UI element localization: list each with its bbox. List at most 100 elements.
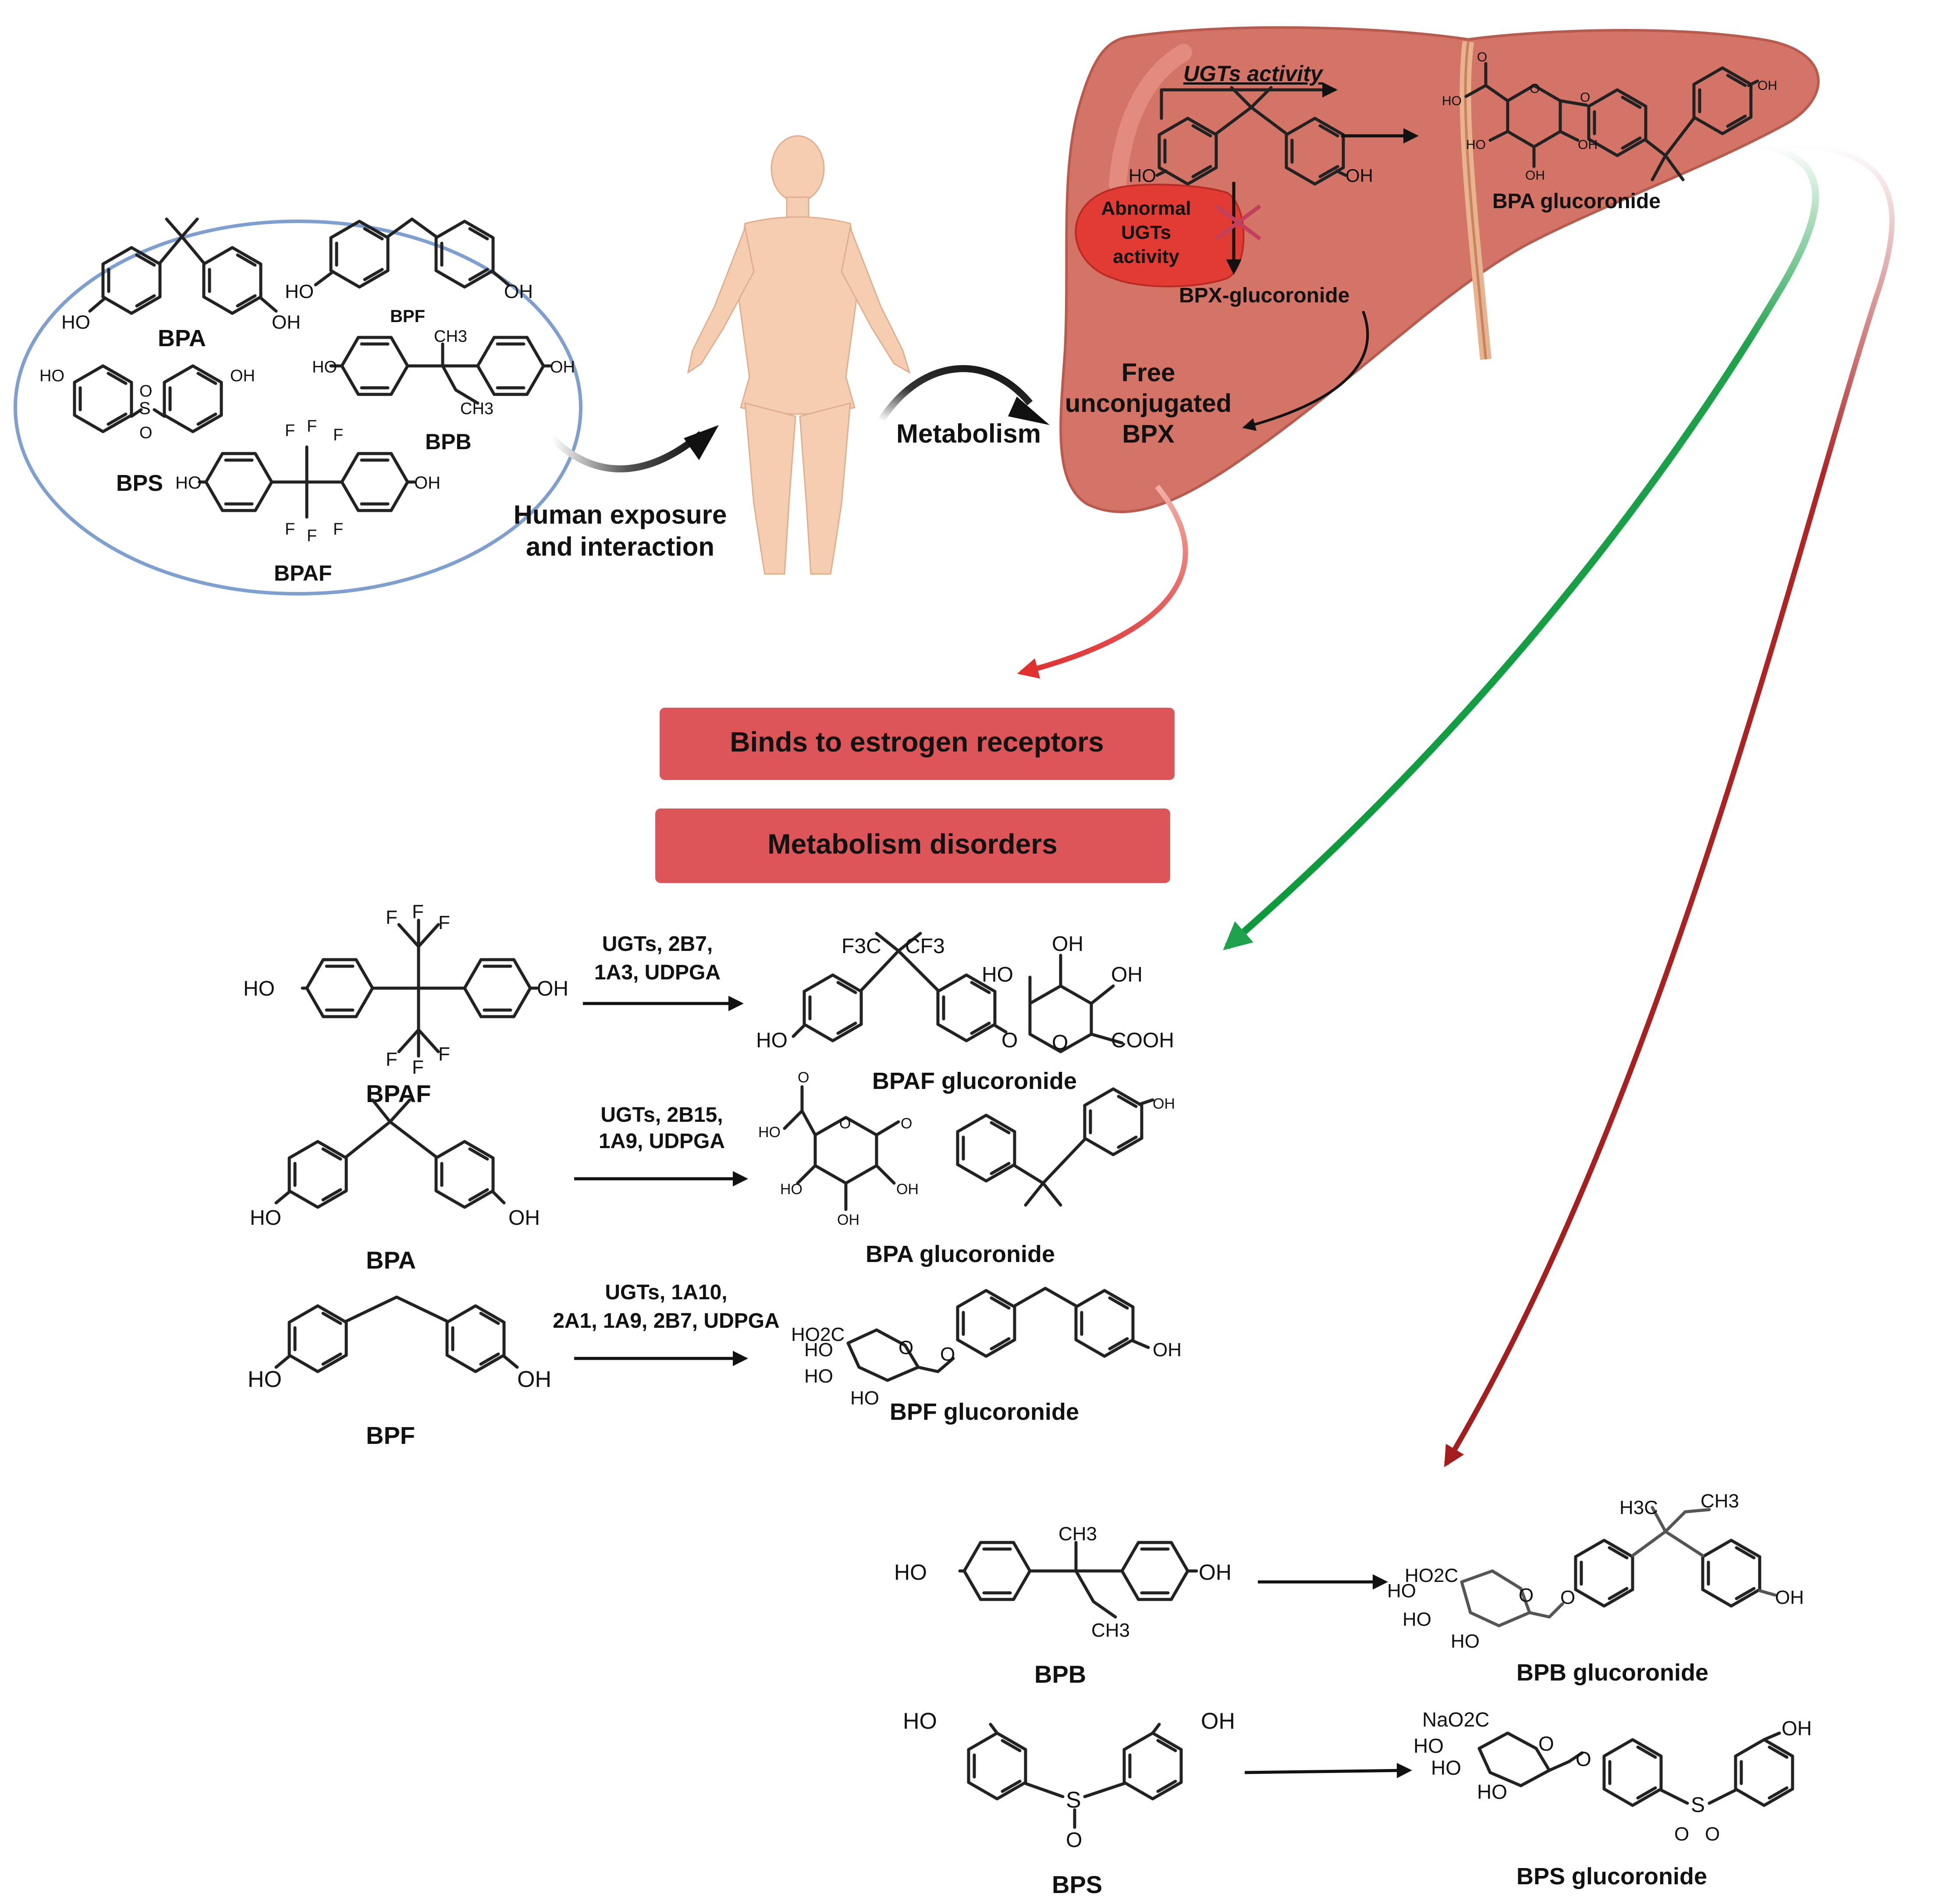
oh-label: OH bbox=[230, 367, 255, 385]
blocked-cross-icon bbox=[1215, 204, 1261, 241]
bpa-product-label: BPA glucoronide bbox=[866, 1241, 1055, 1267]
liver-bpa-glucoronide-label: BPA glucoronide bbox=[1492, 190, 1661, 213]
exposure-arrow bbox=[550, 425, 719, 472]
ho-label: HO bbox=[39, 367, 64, 385]
ho-label: HO bbox=[1442, 94, 1462, 108]
o-label: O bbox=[839, 1115, 851, 1132]
f-label: F bbox=[438, 912, 450, 933]
ho-label: HO bbox=[1413, 1734, 1444, 1757]
f-label: F bbox=[307, 527, 317, 545]
bps-product-label: BPS glucoronide bbox=[1516, 1863, 1707, 1890]
ho-label: HO bbox=[758, 1124, 781, 1141]
ch3-label: CH3 bbox=[1091, 1620, 1130, 1641]
f3c-label: F3C bbox=[841, 935, 881, 958]
oh-label: OH bbox=[1525, 168, 1545, 183]
o-label: O bbox=[1538, 1732, 1554, 1755]
f-label: F bbox=[285, 422, 295, 440]
reaction-bpb: HO OH CH3 CH3 BPB HO2C HO HO HO O O H3C … bbox=[894, 1490, 1804, 1688]
s-label: S bbox=[139, 399, 151, 418]
o-label: O bbox=[1052, 1031, 1068, 1054]
nao2c-label: NaO2C bbox=[1422, 1708, 1489, 1731]
o-label: O bbox=[139, 382, 153, 401]
oh-label: OH bbox=[837, 1212, 859, 1228]
ho-label: HO bbox=[175, 473, 202, 493]
bpb-label: BPB bbox=[425, 429, 472, 454]
oh-label: OH bbox=[1346, 165, 1373, 186]
o-label: O bbox=[1705, 1823, 1720, 1845]
ch3-label: CH3 bbox=[1058, 1523, 1097, 1545]
ho-label: HO bbox=[903, 1709, 937, 1734]
ho-label: HO bbox=[1431, 1756, 1461, 1779]
ho-label: HO bbox=[312, 358, 337, 376]
o-label: O bbox=[898, 1337, 913, 1358]
bps-reaction-arrow bbox=[1244, 1762, 1412, 1778]
exposure-label-line2: and interaction bbox=[526, 532, 714, 561]
ho-label: HO bbox=[1451, 1631, 1480, 1652]
o-label: O bbox=[1530, 82, 1540, 96]
cooh-label: COOH bbox=[1111, 1029, 1174, 1052]
ho-label: HO bbox=[285, 281, 314, 302]
bps-label: BPS bbox=[116, 471, 163, 496]
oh-label: OH bbox=[1199, 1560, 1232, 1585]
o-label: O bbox=[1560, 1587, 1575, 1608]
oh-label: OH bbox=[1111, 963, 1143, 986]
ho-label: HO bbox=[1387, 1580, 1416, 1602]
conjugation-green-arrow bbox=[1223, 141, 1819, 950]
metabolism-arrow bbox=[878, 365, 1050, 425]
bpf-label: BPF bbox=[390, 307, 425, 326]
bpa-enzymes-line2: 1A9, UDPGA bbox=[599, 1130, 725, 1153]
oh-label: OH bbox=[272, 312, 301, 333]
oh-label: OH bbox=[508, 1206, 540, 1230]
oh-label: OH bbox=[1775, 1587, 1804, 1608]
oh-label: OH bbox=[1578, 138, 1598, 152]
bpa-enzymes-line1: UGTs, 2B15, bbox=[600, 1103, 723, 1127]
bpb-product-label: BPB glucoronide bbox=[1516, 1659, 1708, 1686]
bps-substrate-label: BPS bbox=[1052, 1871, 1102, 1898]
f-label: F bbox=[386, 907, 398, 928]
hydrolysis-arrow bbox=[1242, 310, 1369, 431]
oh-label: OH bbox=[1153, 1096, 1175, 1112]
bpaf-structure: HO OH F F F F F F BPAF bbox=[175, 417, 440, 585]
effect-bar-metabolism: Metabolism disorders bbox=[655, 808, 1170, 883]
bpf-substrate-label: BPF bbox=[366, 1422, 415, 1449]
bpaf-enzymes-line2: 1A3, UDPGA bbox=[594, 961, 721, 984]
oh-label: OH bbox=[1757, 78, 1777, 93]
ho-label: HO bbox=[1466, 138, 1486, 152]
oh-label: OH bbox=[1153, 1339, 1182, 1361]
exposure-label-line1: Human exposure bbox=[514, 500, 727, 529]
f-label: F bbox=[438, 1043, 450, 1065]
toxicity-arrow bbox=[1017, 485, 1188, 679]
f-label: F bbox=[307, 417, 317, 436]
cf3-label: CF3 bbox=[905, 935, 945, 958]
reaction-bpf: HO OH BPF UGTs, 1A10, 2A1, 1A9, 2B7, UDP… bbox=[248, 1281, 1182, 1449]
s-label: S bbox=[1691, 1794, 1705, 1817]
oh-label: OH bbox=[1782, 1717, 1812, 1740]
oh-label: OH bbox=[414, 473, 440, 493]
bpa-structure: HO OH BPA bbox=[61, 217, 301, 351]
o-label: O bbox=[1001, 1029, 1018, 1052]
ho-label: HO bbox=[1402, 1609, 1431, 1630]
o-label: O bbox=[1674, 1823, 1689, 1845]
o-label: O bbox=[139, 424, 153, 442]
exposure-panel: HO OH BPA HO OH BPF HO OH CH3 CH3 BPB bbox=[14, 217, 582, 596]
ho-label: HO bbox=[804, 1339, 833, 1361]
oh-label: OH bbox=[517, 1367, 551, 1392]
ch3-label: CH3 bbox=[434, 327, 467, 346]
bpaf-enzymes-line1: UGTs, 2B7, bbox=[602, 932, 713, 956]
ho-label: HO bbox=[1477, 1780, 1507, 1803]
f-label: F bbox=[412, 1057, 424, 1078]
bpb-structure: HO OH CH3 CH3 BPB bbox=[312, 327, 575, 454]
free-bpx-line2: unconjugated bbox=[1065, 389, 1232, 418]
ugt-activity-label: UGTs activity bbox=[1183, 61, 1324, 86]
bpaf-substrate-label: BPAF bbox=[366, 1080, 431, 1107]
bpf-structure: HO OH BPF bbox=[285, 217, 533, 326]
ho2c-label: HO2C bbox=[1405, 1565, 1458, 1586]
oh-label: OH bbox=[1201, 1709, 1235, 1734]
free-bpx-line3: BPX bbox=[1122, 420, 1175, 448]
f-label: F bbox=[333, 520, 343, 539]
metabolism-label: Metabolism bbox=[896, 419, 1041, 448]
o-label: O bbox=[798, 1069, 809, 1086]
bpx-glucoronide-label: BPX-glucoronide bbox=[1179, 284, 1349, 307]
ch3-label: CH3 bbox=[460, 400, 494, 418]
ho-label: HO bbox=[894, 1560, 927, 1585]
